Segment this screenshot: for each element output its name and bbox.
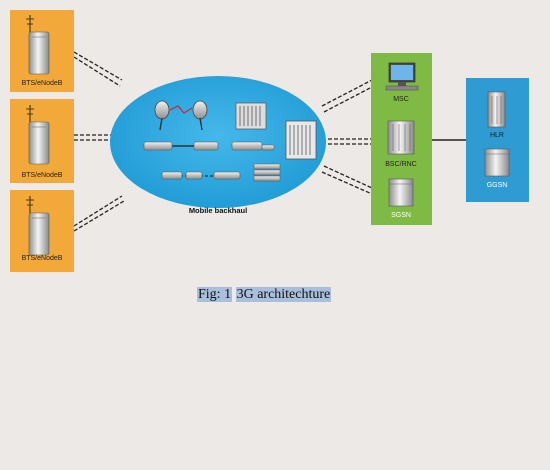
server-icon <box>388 178 414 207</box>
registry-box: HLR GGSN <box>466 78 529 202</box>
bts-label: BTS/eNodeB <box>22 255 63 262</box>
figure-number: Fig: 1 <box>197 287 233 302</box>
server-icon <box>387 120 415 155</box>
computer-icon <box>385 62 419 91</box>
core-network-box: MSC BSC/RNC SGSN <box>371 53 432 225</box>
bsc-rnc-label: BSC/RNC <box>385 161 417 168</box>
router-chassis-icon <box>285 120 317 160</box>
bts-site-3: BTS/eNodeB <box>10 190 74 272</box>
network-device-icon <box>161 163 281 182</box>
bts-site-1: BTS/eNodeB <box>10 10 74 92</box>
backhaul-label: Mobile backhaul <box>189 206 247 215</box>
cell-tower-icon <box>26 105 50 165</box>
bts-label: BTS/eNodeB <box>22 80 63 87</box>
rack-switch-icon <box>235 102 267 130</box>
microwave-dish-icon <box>154 100 208 131</box>
bts-site-2: BTS/eNodeB <box>10 99 74 183</box>
cell-tower-icon <box>26 15 50 75</box>
bts-backhaul-links <box>73 51 125 232</box>
msc-label: MSC <box>393 96 409 103</box>
sgsn-label: SGSN <box>391 212 411 219</box>
figure-title: 3G architechture <box>235 287 332 302</box>
network-device-icon <box>143 141 275 151</box>
mobile-backhaul-cloud: Mobile backhaul <box>110 76 326 215</box>
ggsn-label: GGSN <box>487 182 508 189</box>
hlr-label: HLR <box>490 132 504 139</box>
bts-label: BTS/eNodeB <box>22 172 63 179</box>
backhaul-core-links <box>321 79 373 195</box>
cell-tower-icon <box>26 196 50 256</box>
server-icon <box>487 91 506 128</box>
server-icon <box>484 148 510 177</box>
figure-caption: Fig: 1 3G architechture <box>197 287 332 303</box>
